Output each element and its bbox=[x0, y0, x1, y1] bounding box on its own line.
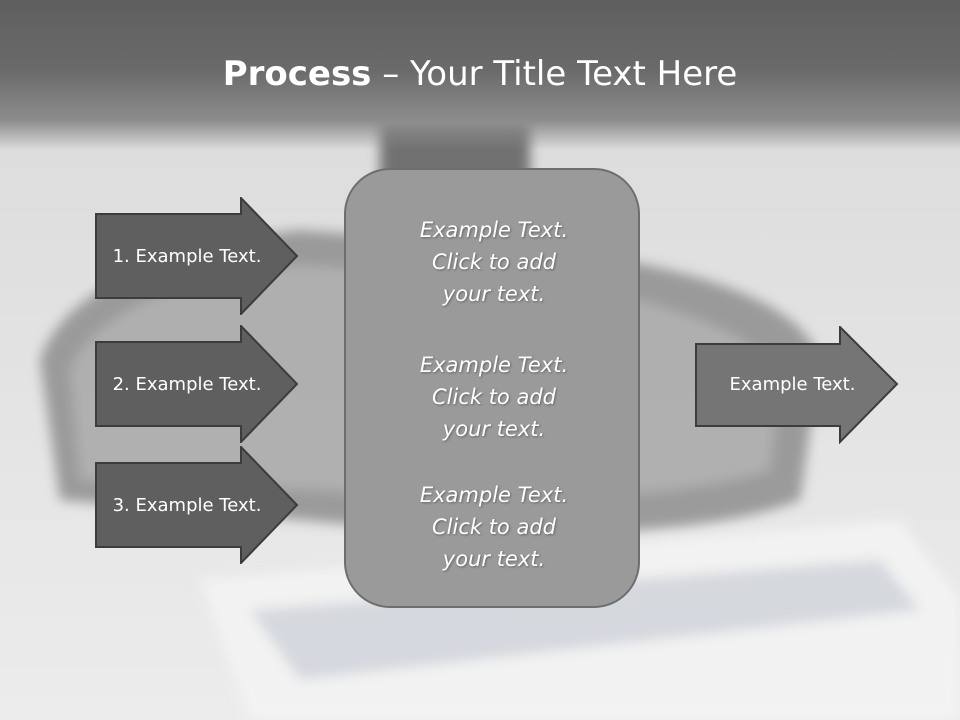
paragraph-line: Click to add bbox=[431, 385, 556, 409]
paragraph-line: Example Text. bbox=[419, 353, 569, 377]
title-bar bbox=[0, 0, 960, 150]
step-arrow-1[interactable]: 1. Example Text. bbox=[95, 197, 300, 315]
paragraph-line: Example Text. bbox=[419, 483, 569, 507]
paragraph-line: your text. bbox=[442, 282, 546, 306]
title-rest: – Your Title Text Here bbox=[371, 54, 738, 94]
box-paragraph-3: Example Text. Click to add your text. bbox=[346, 479, 642, 575]
box-paragraph-2: Example Text. Click to add your text. bbox=[346, 349, 642, 445]
step-label: 2. Example Text. bbox=[112, 373, 262, 395]
title-bold: Process bbox=[222, 54, 372, 94]
arrow-shape bbox=[695, 326, 899, 444]
paragraph-line: Click to add bbox=[431, 250, 556, 274]
paragraph-line: your text. bbox=[442, 547, 546, 571]
output-arrow[interactable]: Example Text. bbox=[695, 326, 900, 444]
slide-title[interactable]: Process – Your Title Text Here bbox=[0, 50, 960, 98]
paragraph-line: Click to add bbox=[431, 515, 556, 539]
output-label: Example Text. bbox=[729, 373, 856, 395]
box-paragraph-1: Example Text. Click to add your text. bbox=[346, 214, 642, 310]
step-arrow-3[interactable]: 3. Example Text. bbox=[95, 446, 300, 564]
arrow-shape bbox=[95, 325, 299, 443]
paragraph-line: Example Text. bbox=[419, 218, 569, 242]
step-arrow-2[interactable]: 2. Example Text. bbox=[95, 325, 300, 443]
arrow-shape bbox=[95, 446, 299, 564]
step-label: 1. Example Text. bbox=[112, 245, 262, 267]
arrow-shape bbox=[95, 197, 299, 315]
center-text-box[interactable]: Example Text. Click to add your text. Ex… bbox=[344, 168, 640, 608]
step-label: 3. Example Text. bbox=[112, 494, 262, 516]
paragraph-line: your text. bbox=[442, 417, 546, 441]
